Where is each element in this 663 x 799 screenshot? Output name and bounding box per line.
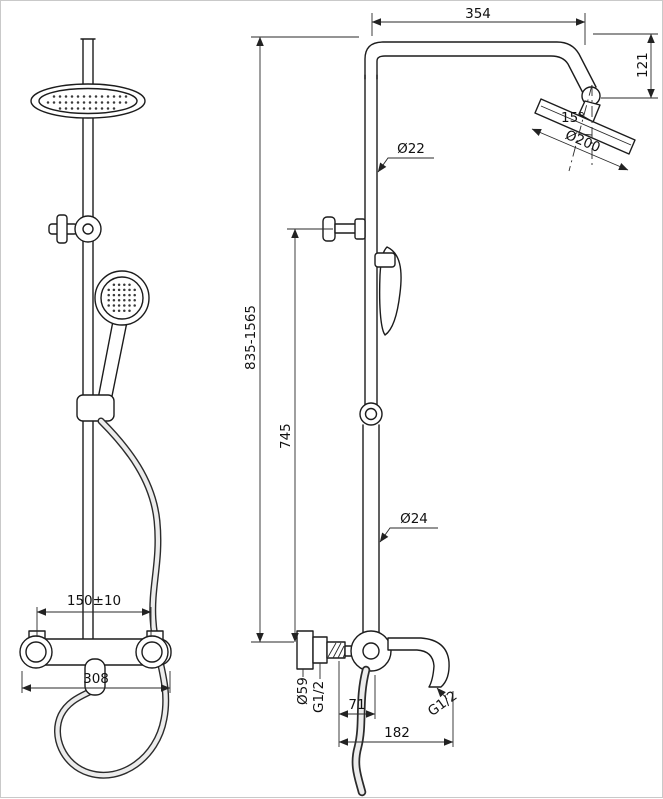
- front-hand-shower: [94, 270, 150, 402]
- front-shower-hose: [54, 417, 170, 779]
- dim-riser-height: 745: [278, 423, 294, 449]
- side-riser-pipe-lower: [362, 424, 380, 634]
- front-dimensions: 150±10 308: [21, 593, 171, 693]
- dim-flange-diameter: Ø59: [295, 677, 311, 705]
- hand-shower-nozzles-pattern: [107, 283, 136, 312]
- dim-mixer-width: 308: [83, 671, 109, 687]
- front-rain-shower-head: [30, 83, 146, 119]
- dim-upper-pipe-diameter: Ø22: [397, 141, 425, 157]
- dim-head-drop: 121: [635, 52, 651, 78]
- side-slider-ring: [359, 402, 383, 426]
- side-hand-shower-in-holder: [374, 246, 402, 336]
- side-mixer-body: [350, 630, 392, 672]
- side-tub-spout: [387, 637, 450, 688]
- dim-total-height: 835-1565: [243, 305, 259, 370]
- front-diverter-knob: [48, 214, 102, 244]
- rain-head-nozzles-pattern: [46, 95, 128, 110]
- dim-spout-offset: 71: [348, 697, 365, 713]
- side-view: [296, 41, 636, 797]
- side-wall-flange: [296, 630, 354, 670]
- dim-head-angle: 15°: [561, 110, 585, 126]
- side-riser-pipe-upper: [364, 74, 378, 406]
- dim-spout-thread: G1/2: [425, 688, 460, 720]
- front-mixer: [19, 630, 172, 696]
- dim-spout-reach: 182: [384, 725, 410, 741]
- side-hose: [351, 665, 371, 797]
- dim-lower-pipe-diameter: Ø24: [400, 511, 428, 527]
- dim-wall-thread: G1/2: [311, 681, 327, 713]
- dim-top-width: 354: [465, 6, 491, 22]
- front-riser-pipe: [80, 38, 96, 642]
- dim-valve-centers: 150±10: [67, 593, 121, 609]
- front-slider-bracket: [76, 394, 115, 422]
- side-dimensions: 354 121 835-1565 745 15° Ø200 Ø22 Ø24 Ø5…: [243, 6, 658, 747]
- front-view: 150±10 308: [19, 38, 172, 779]
